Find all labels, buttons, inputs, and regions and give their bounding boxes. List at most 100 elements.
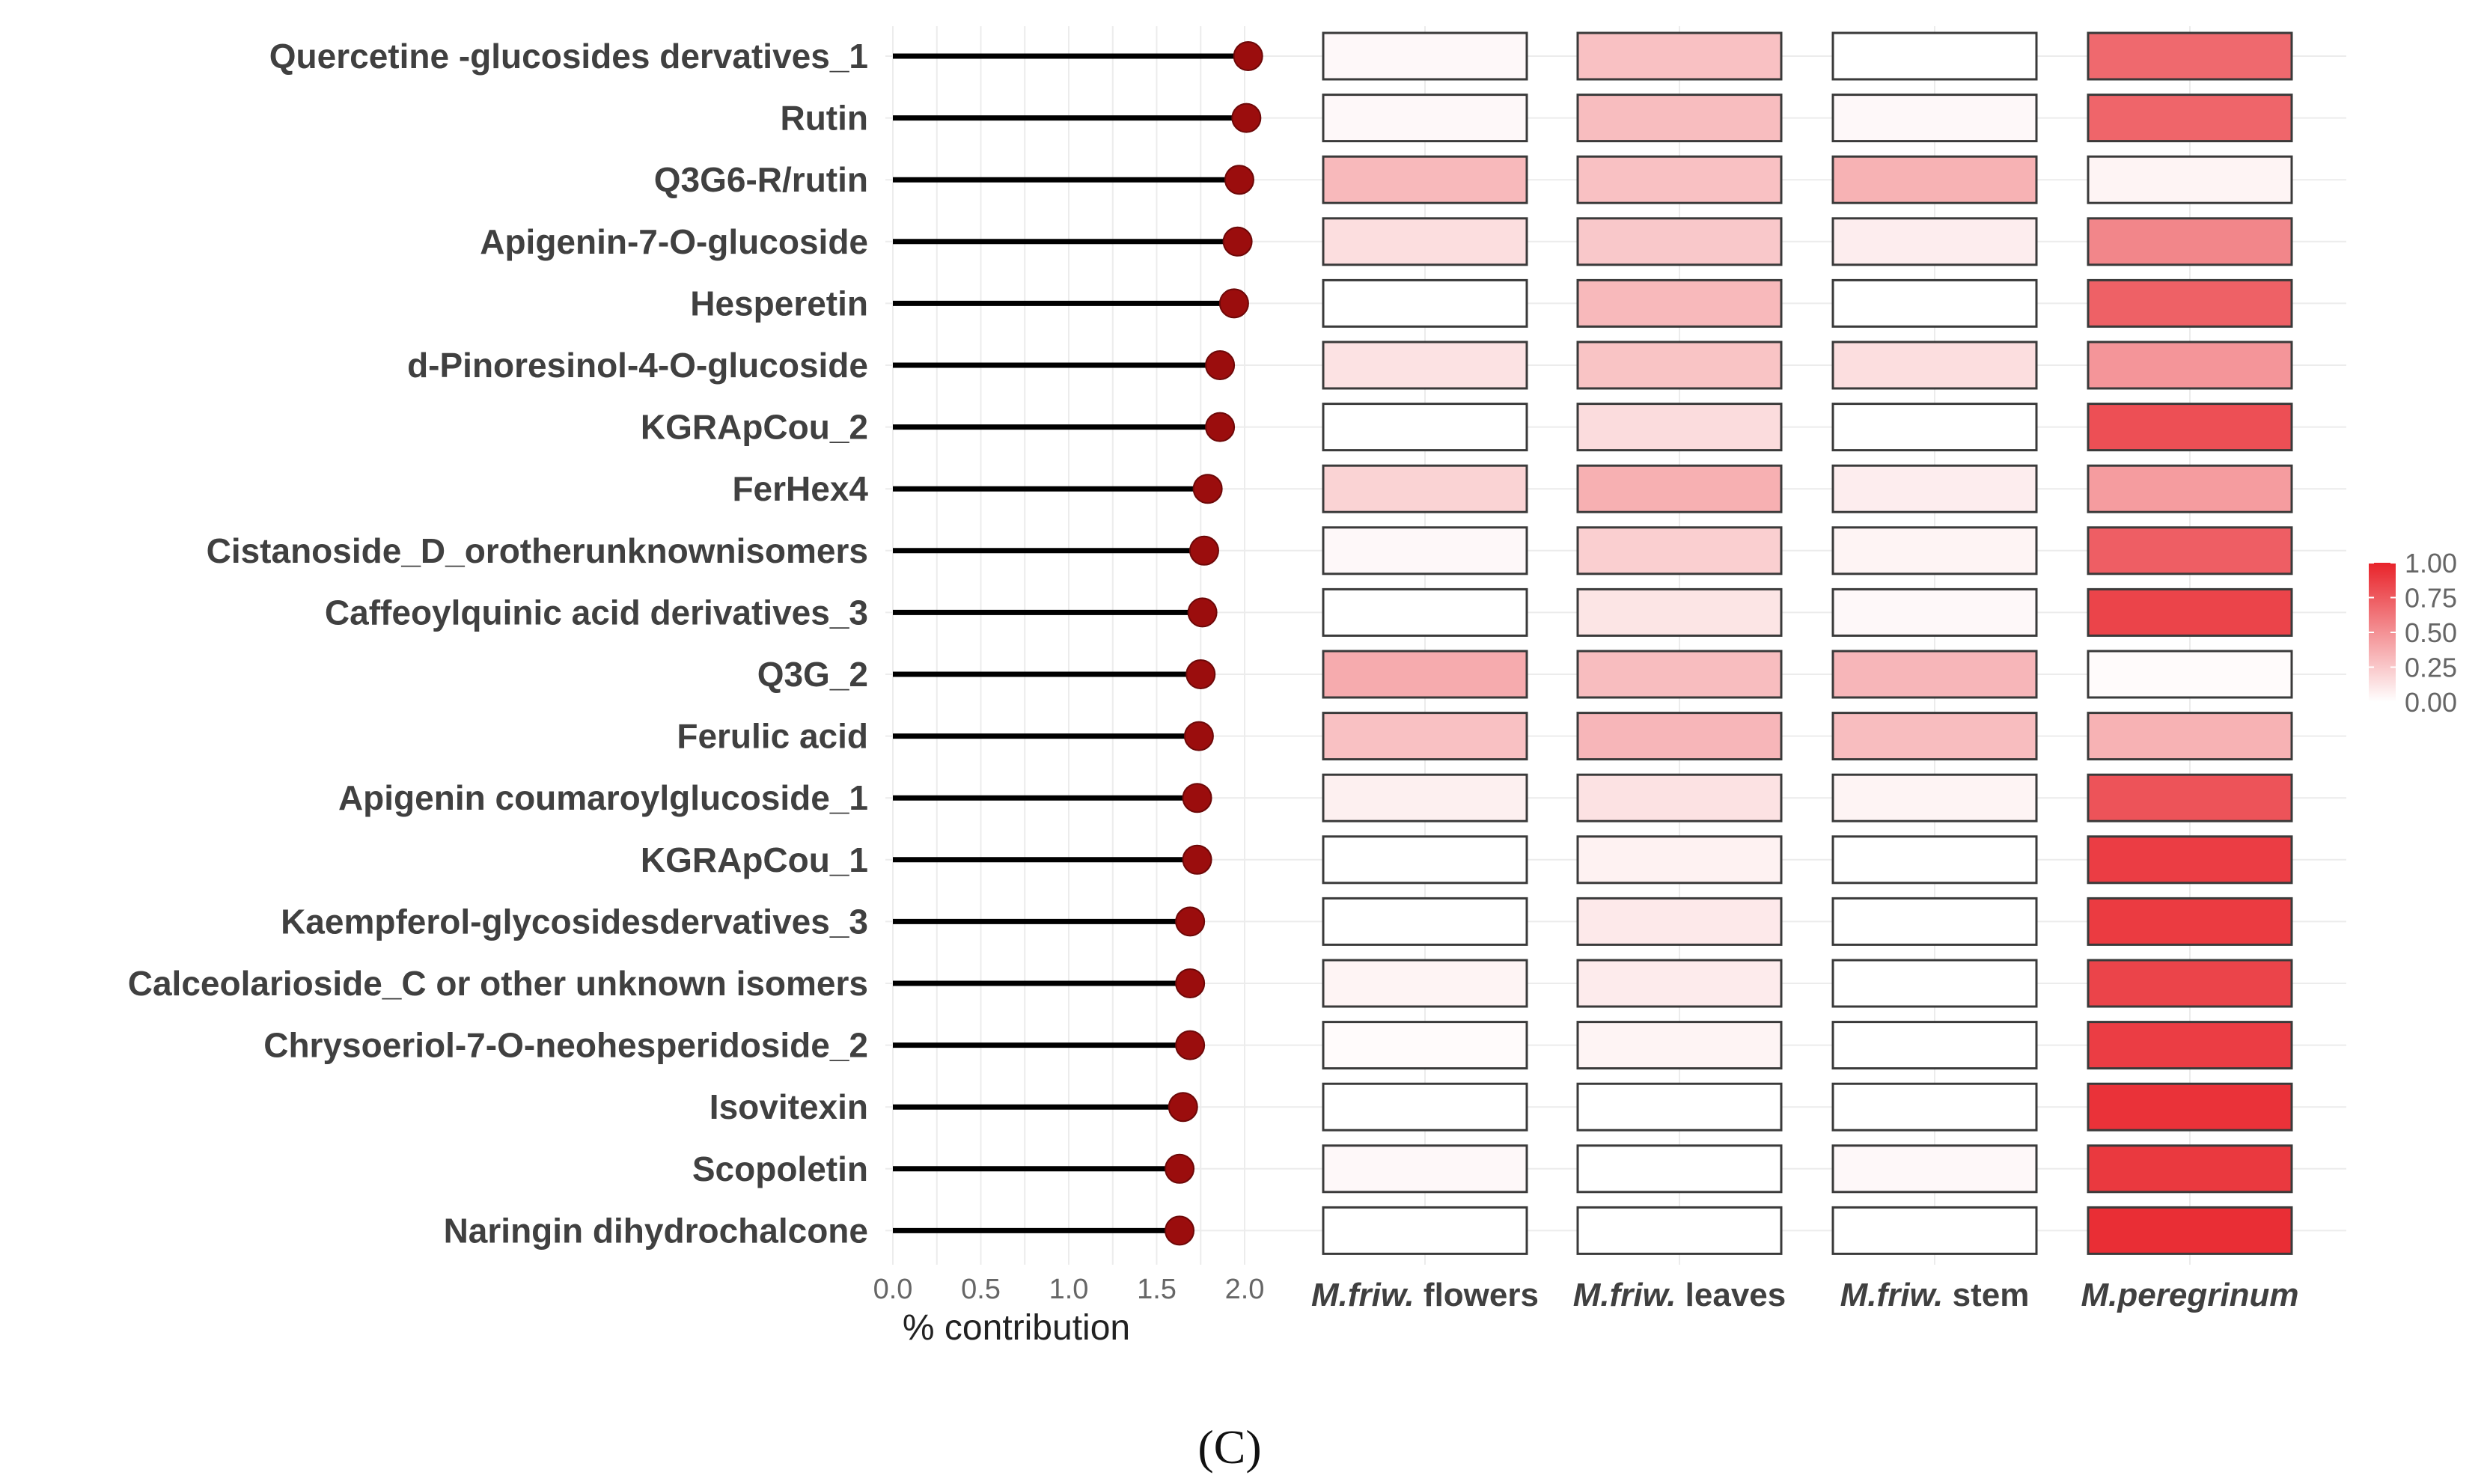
heatmap-cell (1831, 773, 2038, 822)
heatmap-cell (1831, 464, 2038, 513)
panel-label: (C) (1197, 1420, 1261, 1474)
heatmap-cell (1322, 155, 1528, 204)
heatmap-cell (1576, 1021, 1783, 1070)
heatmap-cell (1576, 835, 1783, 885)
heatmap-cell (2087, 31, 2293, 81)
x-tick-label: 1.0 (1049, 1274, 1089, 1305)
lollipop-point (1168, 1092, 1198, 1123)
heatmap-cell (1576, 1082, 1783, 1132)
compound-label: Hesperetin (690, 284, 868, 323)
compound-label: Q3G6-R/rutin (654, 160, 868, 199)
heatmap-cell (2087, 217, 2293, 266)
heatmap-cell (1576, 959, 1783, 1008)
heatmap (1322, 31, 2293, 1255)
compound-label: KGRApCou_1 (641, 840, 868, 879)
compound-label: Q3G_2 (757, 655, 868, 694)
heatmap-column-label: M.peregrinum (2081, 1277, 2299, 1313)
x-tick-label: 0.0 (873, 1274, 913, 1305)
lollipop-point (1192, 474, 1223, 504)
heatmap-cell (1576, 464, 1783, 513)
heatmap-cell (1322, 341, 1528, 390)
heatmap-cell (2087, 897, 2293, 946)
lollipop-point (1165, 1215, 1195, 1246)
heatmap-cell (1322, 1021, 1528, 1070)
lollipop-point (1188, 535, 1219, 566)
heatmap-column-label: M.friw. flowers (1311, 1277, 1539, 1313)
lollipop-point (1165, 1153, 1195, 1184)
x-tick-label: 2.0 (1225, 1274, 1265, 1305)
lollipop-point (1182, 783, 1212, 813)
heatmap-cell (1831, 403, 2038, 452)
heatmap-cell (1322, 1206, 1528, 1255)
compound-label: Isovitexin (710, 1087, 868, 1126)
heatmap-cell (2087, 773, 2293, 822)
heatmap-cell (1322, 587, 1528, 637)
heatmap-cell (1831, 31, 2038, 81)
heatmap-cell (1576, 403, 1783, 452)
heatmap-cell (1322, 1144, 1528, 1194)
heatmap-cell (1576, 897, 1783, 946)
compound-label: Apigenin coumaroylglucoside_1 (338, 778, 868, 817)
heatmap-cell (2087, 278, 2293, 328)
heatmap-column-label: M.friw. stem (1840, 1277, 2030, 1313)
legend-tick-label: 0.75 (2405, 583, 2457, 614)
heatmap-cell (2087, 341, 2293, 390)
heatmap-cell (1576, 94, 1783, 143)
color-legend: 1.000.750.500.250.00 (2369, 548, 2457, 718)
heatmap-cell (1831, 959, 2038, 1008)
lollipop-point (1175, 1030, 1206, 1060)
heatmap-cell (2087, 587, 2293, 637)
heatmap-cell (1831, 94, 2038, 143)
lollipop-point (1182, 844, 1212, 875)
heatmap-cell (1576, 278, 1783, 328)
compound-label: d-Pinoresinol-4-O-glucoside (407, 346, 868, 385)
heatmap-cell (1576, 650, 1783, 699)
heatmap-cell (1831, 712, 2038, 761)
heatmap-cell (1831, 1082, 2038, 1132)
heatmap-cell (1576, 341, 1783, 390)
heatmap-cell (2087, 650, 2293, 699)
heatmap-cell (1831, 526, 2038, 575)
heatmap-cell (1576, 155, 1783, 204)
x-axis-title: % contribution (903, 1308, 1130, 1348)
legend-tick-label: 0.50 (2405, 617, 2457, 648)
heatmap-cell (1831, 1206, 2038, 1255)
heatmap-cell (1322, 278, 1528, 328)
heatmap-cell (1831, 217, 2038, 266)
lollipop-point (1224, 165, 1254, 195)
compound-label: Chrysoeriol-7-O-neohesperidoside_2 (263, 1026, 868, 1065)
heatmap-cell (2087, 835, 2293, 885)
lollipop-point (1175, 906, 1206, 937)
legend-tick-label: 0.25 (2405, 653, 2457, 683)
heatmap-cell (1322, 1082, 1528, 1132)
lollipop-chart (893, 41, 1263, 1246)
heatmap-cell (1322, 94, 1528, 143)
heatmap-cell (1831, 1144, 2038, 1194)
compound-label: Ferulic acid (677, 717, 868, 756)
heatmap-cell (1576, 217, 1783, 266)
compound-label: Cistanoside_D_orotherunknownisomers (207, 531, 868, 570)
heatmap-cell (1831, 897, 2038, 946)
x-tick-label: 1.5 (1137, 1274, 1177, 1305)
heatmap-cell (1322, 712, 1528, 761)
heatmap-cell (1576, 712, 1783, 761)
heatmap-cell (1322, 217, 1528, 266)
heatmap-cell (1576, 773, 1783, 822)
heatmap-cell (1576, 526, 1783, 575)
lollipop-point (1233, 41, 1263, 71)
heatmap-cell (2087, 464, 2293, 513)
heatmap-cell (1322, 464, 1528, 513)
grid-lines (885, 26, 2346, 1265)
heatmap-cell (2087, 712, 2293, 761)
heatmap-cell (1831, 587, 2038, 637)
compound-label: Apigenin-7-O-glucoside (480, 222, 868, 261)
heatmap-cell (1322, 526, 1528, 575)
heatmap-cell (1322, 835, 1528, 885)
heatmap-cell (1576, 1206, 1783, 1255)
lollipop-point (1186, 659, 1216, 689)
heatmap-cell (1576, 1144, 1783, 1194)
legend-tick-label: 1.00 (2405, 548, 2457, 578)
